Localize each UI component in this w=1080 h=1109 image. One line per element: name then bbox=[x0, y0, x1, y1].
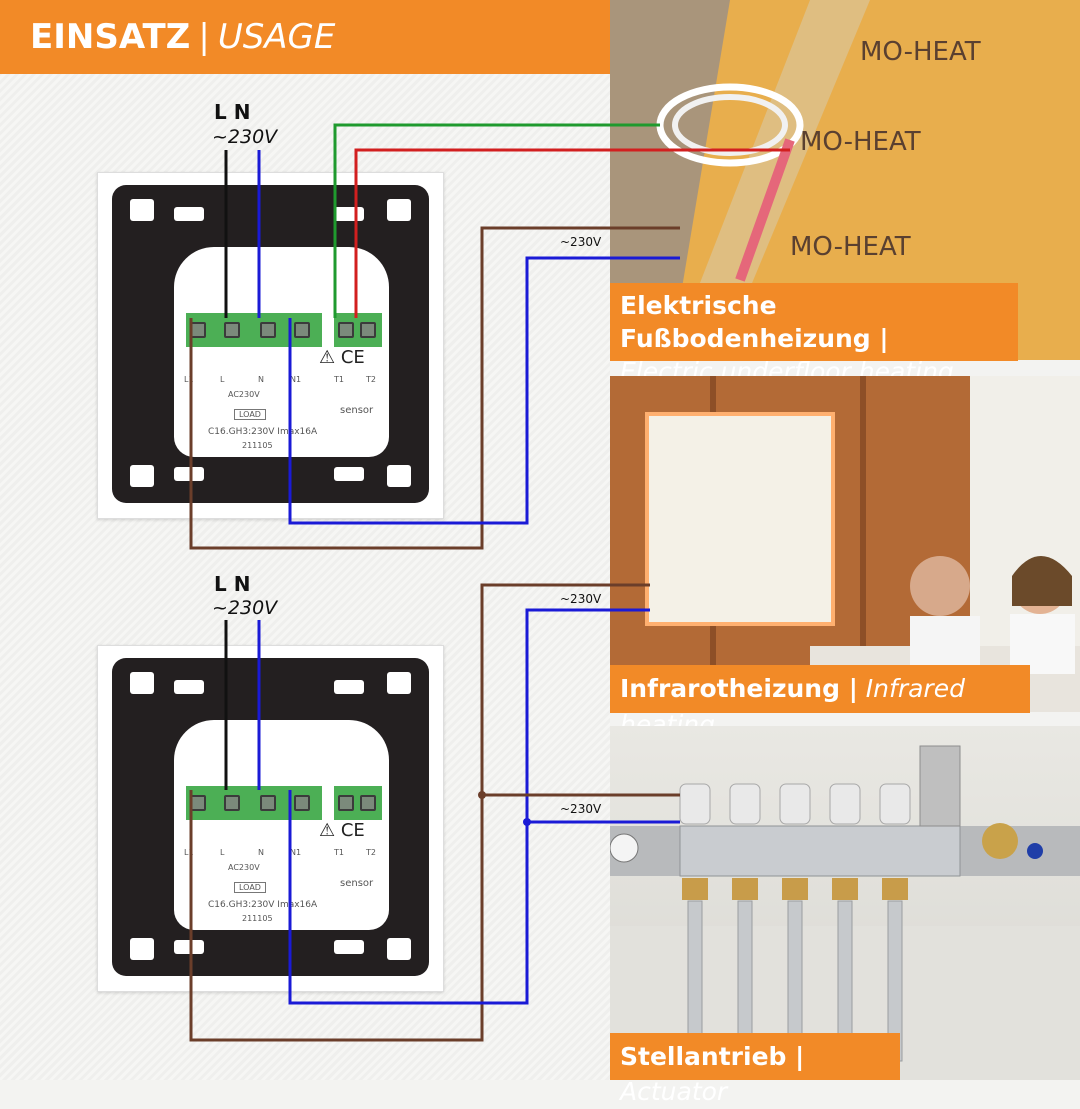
ce-mark: ⚠ CE bbox=[319, 347, 365, 368]
ce-mark: ⚠ CE bbox=[319, 820, 365, 841]
printed-serial: 211105 bbox=[242, 441, 273, 450]
printed-load: LOAD bbox=[234, 882, 266, 893]
terminal-label-t2: T2 bbox=[366, 375, 376, 384]
terminal-label-l: L bbox=[220, 375, 225, 384]
terminal-window: ⚠ CE bbox=[174, 247, 389, 457]
printed-serial: 211105 bbox=[242, 914, 273, 923]
mat-brand-text-1: MO-HEAT bbox=[800, 127, 921, 157]
wire-sensor-green bbox=[333, 123, 660, 318]
header-title-de: EINSATZ bbox=[30, 17, 191, 57]
header-title-en: USAGE bbox=[217, 17, 336, 57]
terminal-label-t1: T1 bbox=[334, 375, 344, 384]
label-underfloor-de: Elektrische Fußbodenheizung | bbox=[620, 291, 889, 353]
thermostat-back-1: ⚠ CE L1 L N N1 T1 T2 AC230V LOAD sensor … bbox=[97, 172, 444, 519]
terminal-label-l1: L1 bbox=[184, 848, 194, 857]
wire-voltage-ir: ~230V bbox=[560, 592, 602, 606]
header-banner: EINSATZ | USAGE bbox=[0, 0, 610, 74]
voltage-label-1: ~230V bbox=[212, 126, 278, 148]
printed-load: LOAD bbox=[234, 409, 266, 420]
printed-rating: C16.GH3:230V Imax16A bbox=[208, 427, 318, 437]
terminal-label-l: L bbox=[220, 848, 225, 857]
printed-ac230v: AC230V bbox=[228, 390, 260, 399]
label-actuator-en: Actuator bbox=[620, 1077, 728, 1106]
label-actuator-de: Stellantrieb | bbox=[620, 1042, 805, 1071]
wire-voltage-actuator: ~230V bbox=[560, 802, 602, 816]
terminal-label-n1: N1 bbox=[290, 375, 302, 384]
thermostat-back-2: ⚠ CE L1 L N N1 T1 T2 AC230V LOAD sensor … bbox=[97, 645, 444, 992]
terminal-label-n: N bbox=[258, 848, 264, 857]
terminal-label-n: N bbox=[258, 375, 264, 384]
wire-voltage-floor: ~230V bbox=[560, 235, 602, 249]
wire-load-neutral-floor bbox=[288, 256, 680, 525]
wiring-diagram bbox=[189, 123, 790, 1042]
wire-load-neutral-ir bbox=[288, 608, 650, 1005]
supply-label-2: L N bbox=[214, 572, 251, 596]
terminal-block-power bbox=[186, 313, 322, 347]
terminal-label-t2: T2 bbox=[366, 848, 376, 857]
thermostat-frame: ⚠ CE L1 L N N1 T1 T2 AC230V LOAD sensor … bbox=[112, 658, 429, 976]
label-infrared-de: Infrarotheizung | bbox=[620, 674, 858, 703]
header-separator: | bbox=[198, 17, 210, 57]
terminal-window: ⚠ CE bbox=[174, 720, 389, 930]
terminal-block-sensor bbox=[334, 786, 382, 820]
terminal-block-sensor bbox=[334, 313, 382, 347]
terminal-label-l1: L1 bbox=[184, 375, 194, 384]
wire-sensor-red bbox=[354, 148, 790, 318]
printed-sensor: sensor bbox=[340, 405, 374, 416]
wire-load-live-ir bbox=[189, 583, 650, 1042]
wire-load-live-floor bbox=[189, 226, 680, 550]
mat-brand-text-3: MO-HEAT bbox=[790, 232, 911, 262]
voltage-label-2: ~230V bbox=[212, 597, 278, 619]
printed-rating: C16.GH3:230V Imax16A bbox=[208, 900, 318, 910]
junction-neutral bbox=[523, 818, 531, 826]
printed-ac230v: AC230V bbox=[228, 863, 260, 872]
terminal-label-n1: N1 bbox=[290, 848, 302, 857]
supply-label-1: L N bbox=[214, 100, 251, 124]
printed-sensor: sensor bbox=[340, 878, 374, 889]
thermostat-frame: ⚠ CE L1 L N N1 T1 T2 AC230V LOAD sensor … bbox=[112, 185, 429, 503]
terminal-label-t1: T1 bbox=[334, 848, 344, 857]
junction-live bbox=[478, 791, 486, 799]
photo-actuator-manifold bbox=[610, 726, 1080, 1080]
label-underfloor-heating: Elektrische Fußbodenheizung | Electric u… bbox=[610, 283, 1018, 386]
mat-brand-text-2: MO-HEAT bbox=[860, 37, 981, 67]
